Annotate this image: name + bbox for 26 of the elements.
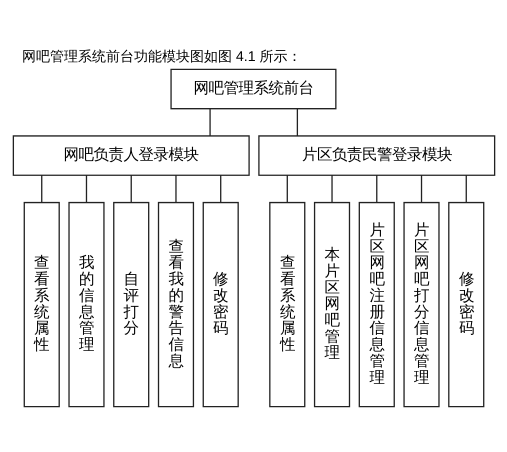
node-box: 片区网吧打分信息管理 [402,202,440,408]
node-box: 自评打分 [112,202,149,408]
connector [286,175,288,202]
connector [376,175,377,202]
connector [130,175,132,202]
connector [40,175,42,202]
node-box: 查看系统属性 [23,202,60,408]
connector [208,109,210,136]
node-box: 查看系统属性 [268,202,305,408]
connector [296,109,298,136]
diagram-title: 网吧管理系统前台功能模块图如图 4.1 所示： [21,49,302,66]
node-box: 网吧负责人登录模块 [12,135,250,176]
node-box: 查看我的警告信息 [157,202,194,408]
connector [465,175,466,202]
node-box: 片区网吧注册信息管理 [358,202,394,408]
node-box: 修改密码 [448,202,484,408]
node-box: 我的信息管理 [68,202,104,408]
node-box: 片区负责民警登录模块 [258,135,495,176]
connector [220,175,221,202]
node-box: 修改密码 [202,202,238,408]
connector [330,175,332,202]
connector [85,175,87,202]
node-box: 本片区网吧管理 [313,202,350,408]
connector [174,175,176,202]
node-box: 网吧管理系统前台 [170,68,336,110]
connector [420,175,422,202]
